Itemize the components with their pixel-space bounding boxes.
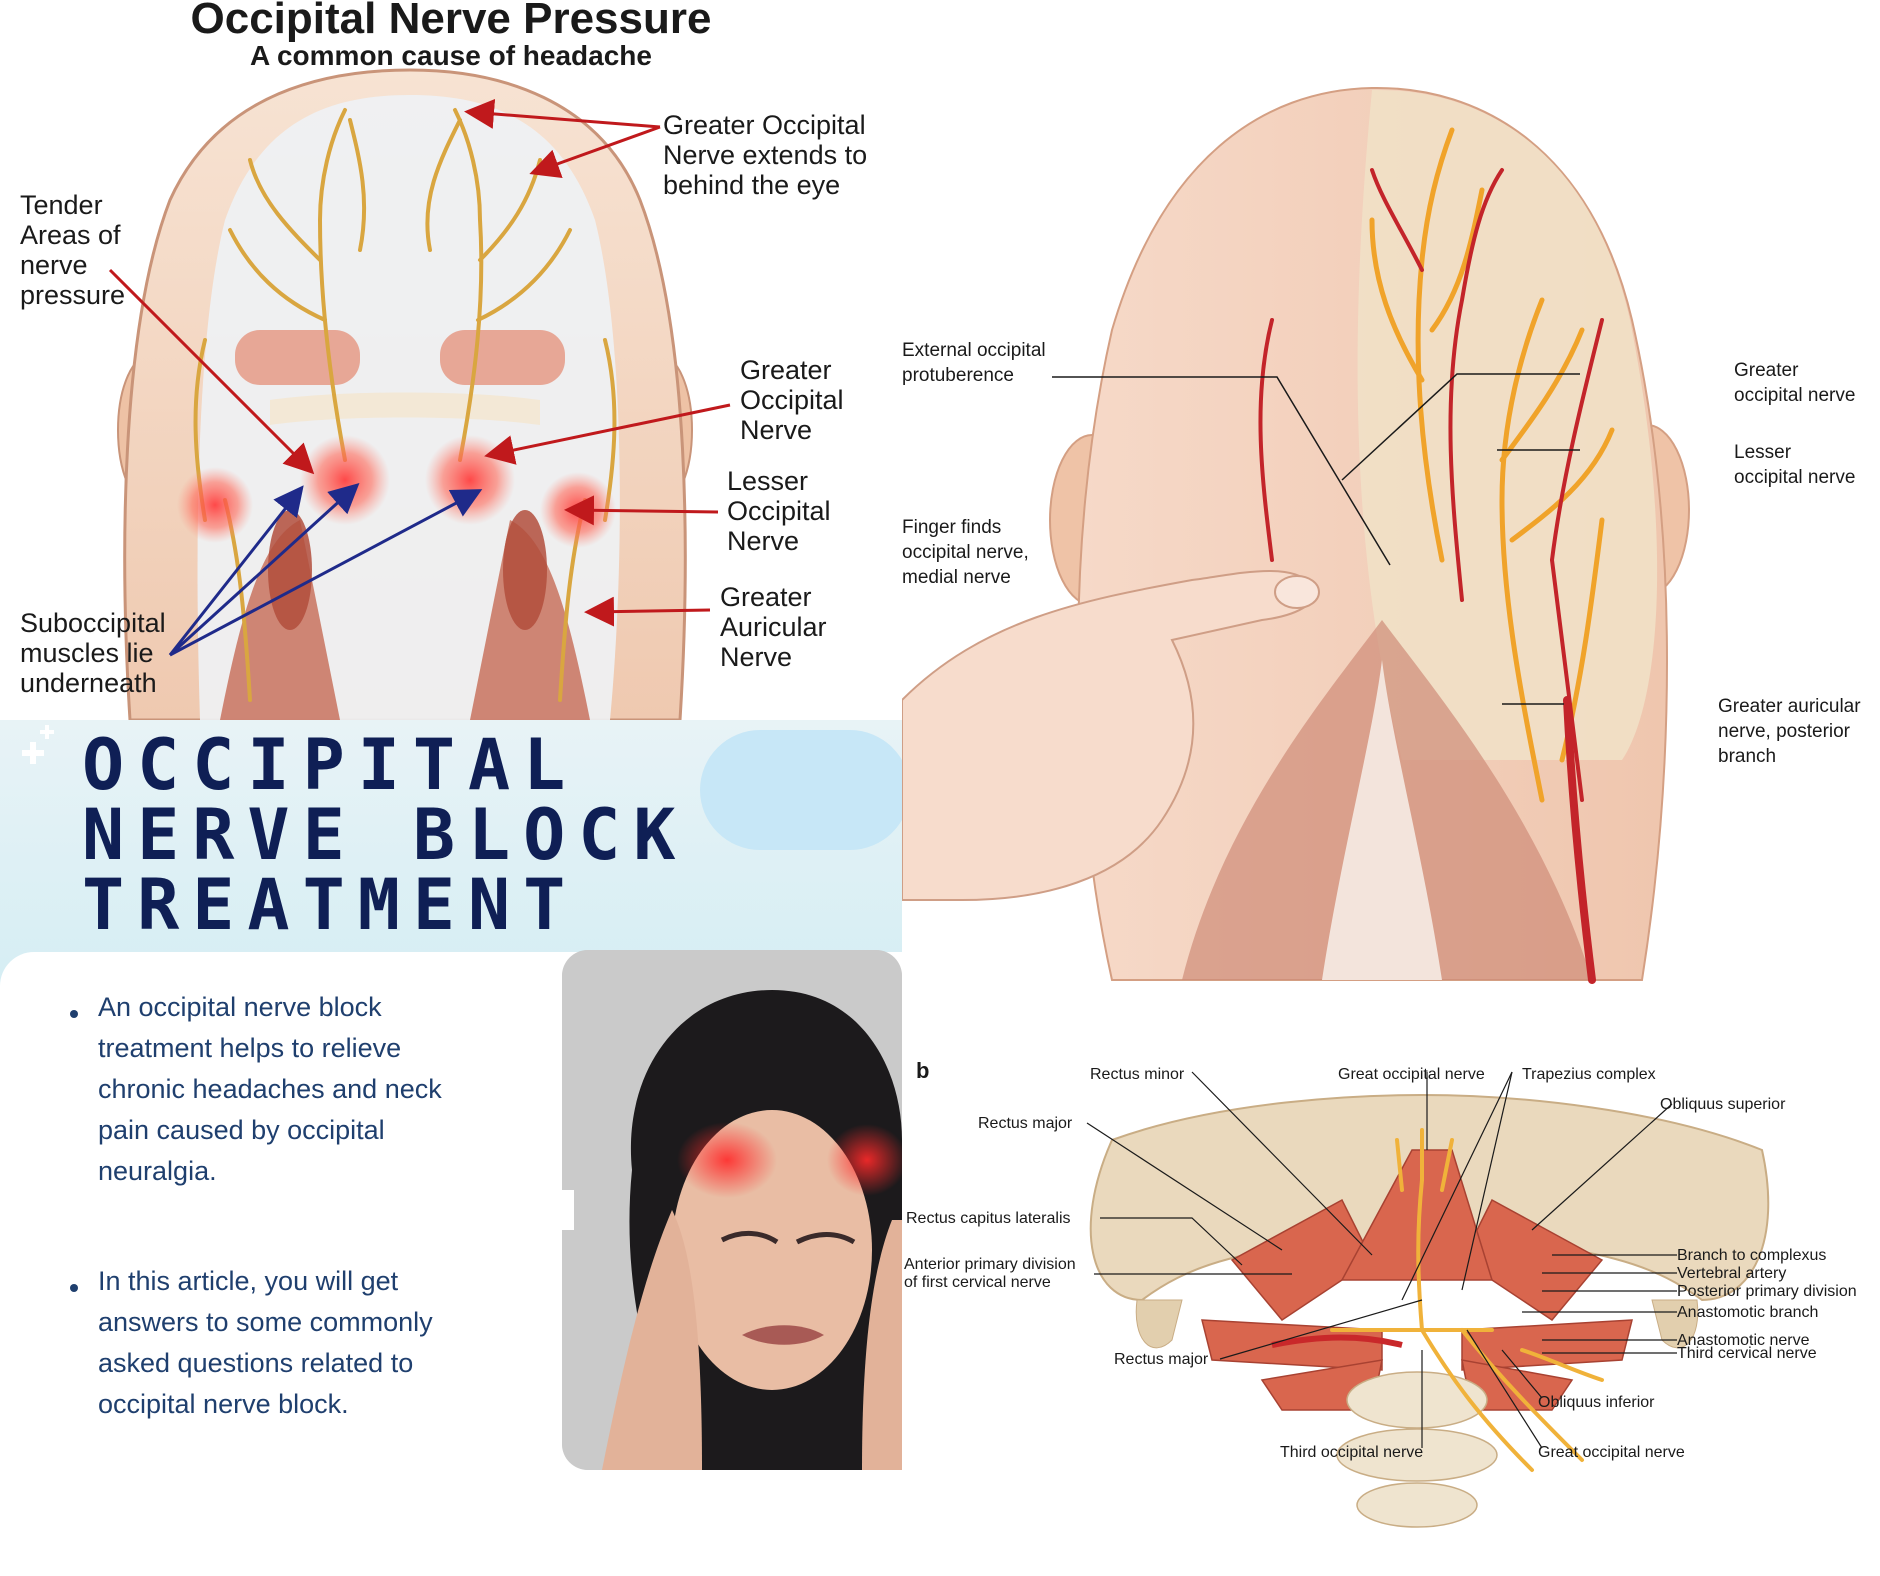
label-obliquus-superior: Obliquus superior [1660,1096,1786,1113]
label-anastomotic-nerve: Anastomotic nerve [1677,1332,1810,1349]
label-lesser-occipital-nerve: Lesser Occipital Nerve [727,466,831,556]
label-trapezius-complex: Trapezius complex [1522,1066,1656,1083]
label-tender-areas: Tender Areas of nerve pressure [20,190,126,310]
label-external-occipital-protuberance: External occipital protuberence [902,340,1046,386]
figure-letter: b [916,1058,930,1083]
label-anastomotic-branch: Anastomotic branch [1677,1304,1819,1321]
bullet-item: An occipital nerve block treatment helps… [98,992,442,1186]
headache-woman-photo [562,950,902,1470]
treatment-title-line-2: NERVE BLOCK [82,794,689,876]
label-great-occipital-nerve-top: Great occipital nerve [1338,1066,1485,1083]
label-rectus-capitus-lateralis: Rectus capitus lateralis [906,1210,1071,1227]
bullet-item: In this article, you will get answers to… [98,1266,433,1419]
label-greater-occipital-extends: Greater Occipital Nerve extends to behin… [663,110,868,200]
head-finger-illustration: External occipital protuberence Finger f… [902,0,1880,1000]
label-rectus-minor: Rectus minor [1090,1066,1185,1083]
label-finger-finds: Finger finds occipital nerve, medial ner… [902,517,1029,588]
label-greater-occipital: Greater occipital nerve [1734,360,1856,406]
label-rectus-major-top: Rectus major [978,1115,1073,1132]
label-suboccipital-muscles: Suboccipital muscles lie underneath [20,608,166,698]
suboccipital-drawing [1086,1071,1770,1528]
treatment-title-line-1: OCCIPITAL [82,724,579,806]
head-side-drawing [902,86,1690,984]
suboccipital-anatomy-diagram: b Rectus minor Great occipital nerve Tra… [902,1000,1880,1576]
occipital-pressure-illustration: Occipital Nerve Pressure A common cause … [0,0,902,720]
panel-subtitle: A common cause of headache [250,40,652,71]
bullet-dot [70,1284,78,1292]
treatment-title-line-3: TREATMENT [82,864,579,946]
label-great-occipital-nerve-bottom: Great occipital nerve [1538,1444,1685,1461]
label-greater-auricular: Greater auricular nerve, posterior branc… [1718,696,1861,767]
label-rectus-major-bottom: Rectus major [1114,1351,1209,1368]
head-back-drawing [108,68,731,720]
label-third-occipital-nerve: Third occipital nerve [1280,1444,1424,1461]
label-anterior-primary-division: Anterior primary division of first cervi… [904,1256,1076,1291]
decorative-background [22,725,902,850]
label-branch-to-complexus: Branch to complexus [1677,1247,1827,1264]
label-greater-auricular-nerve: Greater Auricular Nerve [720,582,827,672]
label-vertebral-artery: Vertebral artery [1677,1265,1787,1282]
label-lesser-occipital: Lesser occipital nerve [1734,442,1856,488]
panel-title: Occipital Nerve Pressure [190,0,712,43]
bullet-dot [70,1010,78,1018]
nerve-block-info-card: OCCIPITAL NERVE BLOCK TREATMENT An occip… [0,720,902,1576]
label-posterior-primary-division: Posterior primary division [1677,1283,1857,1300]
label-third-cervical-nerve: Third cervical nerve [1677,1345,1817,1362]
label-obliquus-inferior: Obliquus inferior [1538,1394,1655,1411]
label-greater-occipital-nerve: Greater Occipital Nerve [740,355,844,445]
